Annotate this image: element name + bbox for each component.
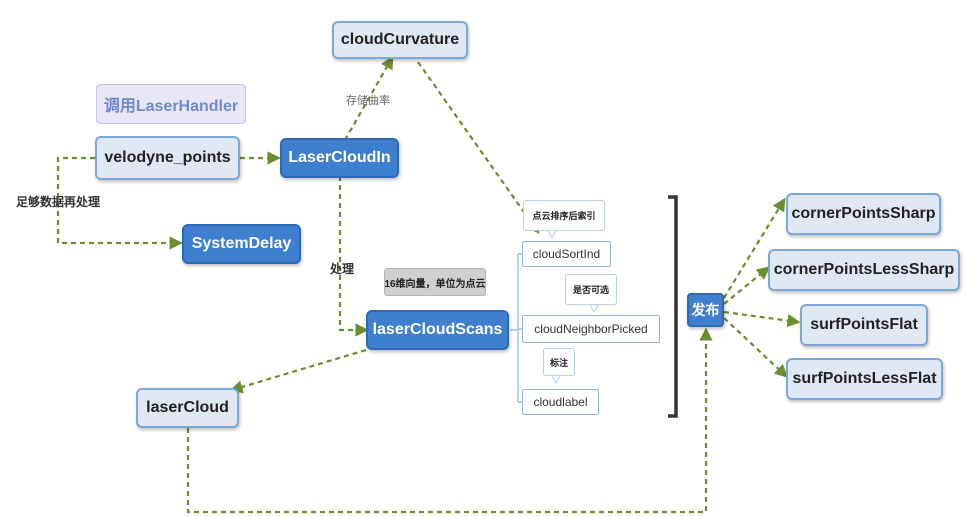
edge-scans-to-lasercloud	[229, 348, 367, 394]
subitem-cloud-neighbor-picked[interactable]: cloudNeighborPicked	[522, 315, 660, 343]
edge-publish-to-cornersharp	[723, 197, 786, 299]
edge-publish-to-surfflat	[723, 310, 801, 328]
edge-label-store-curvature: 存储曲率	[346, 95, 390, 107]
node-system-delay[interactable]: SystemDelay	[182, 224, 301, 264]
edge-lasercloud-to-publish	[186, 327, 713, 514]
note-sort-index: 点云排序后索引	[523, 200, 605, 231]
node-laser-cloud-in[interactable]: LaserCloudIn	[280, 138, 399, 178]
edge-lasercloudin-to-scans	[338, 176, 369, 337]
edge-label-enough-data: 足够数据再处理	[16, 195, 101, 209]
note-selectable: 是否可选	[565, 274, 617, 305]
edge-curvature-to-sortind	[417, 61, 540, 235]
node-surf-points-less-flat[interactable]: surfPointsLessFlat	[786, 358, 943, 400]
callout-call-laserhandler: 调用LaserHandler	[96, 84, 246, 124]
node-laser-cloud-scans[interactable]: laserCloudScans	[366, 310, 509, 350]
node-cloud-curvature[interactable]: cloudCurvature	[332, 21, 468, 59]
edge-velodyne-to-systemdelay	[56, 156, 183, 250]
note-scans: 16维向量，单位为点云	[384, 268, 486, 296]
note-label: 标注	[543, 348, 575, 376]
edge-label-process: 处理	[330, 262, 355, 276]
edge-publish-to-surflessflat	[723, 317, 788, 378]
node-velodyne-points[interactable]: velodyne_points	[95, 136, 240, 180]
node-surf-points-flat[interactable]: surfPointsFlat	[800, 304, 928, 346]
subitem-cloud-sort-ind[interactable]: cloudSortInd	[522, 241, 611, 267]
node-corner-points-less-sharp[interactable]: cornerPointsLessSharp	[768, 249, 960, 291]
edge-lasercloudin-to-curvature	[344, 55, 394, 141]
node-laser-cloud[interactable]: laserCloud	[136, 388, 239, 428]
subitem-tree-connector	[510, 253, 522, 403]
node-publish[interactable]: 发布	[687, 293, 724, 327]
edge-publish-to-cornerlesssharp	[723, 266, 771, 305]
node-corner-points-sharp[interactable]: cornerPointsSharp	[786, 193, 941, 235]
publish-bracket	[668, 195, 678, 418]
subitem-cloud-label[interactable]: cloudlabel	[522, 389, 599, 415]
